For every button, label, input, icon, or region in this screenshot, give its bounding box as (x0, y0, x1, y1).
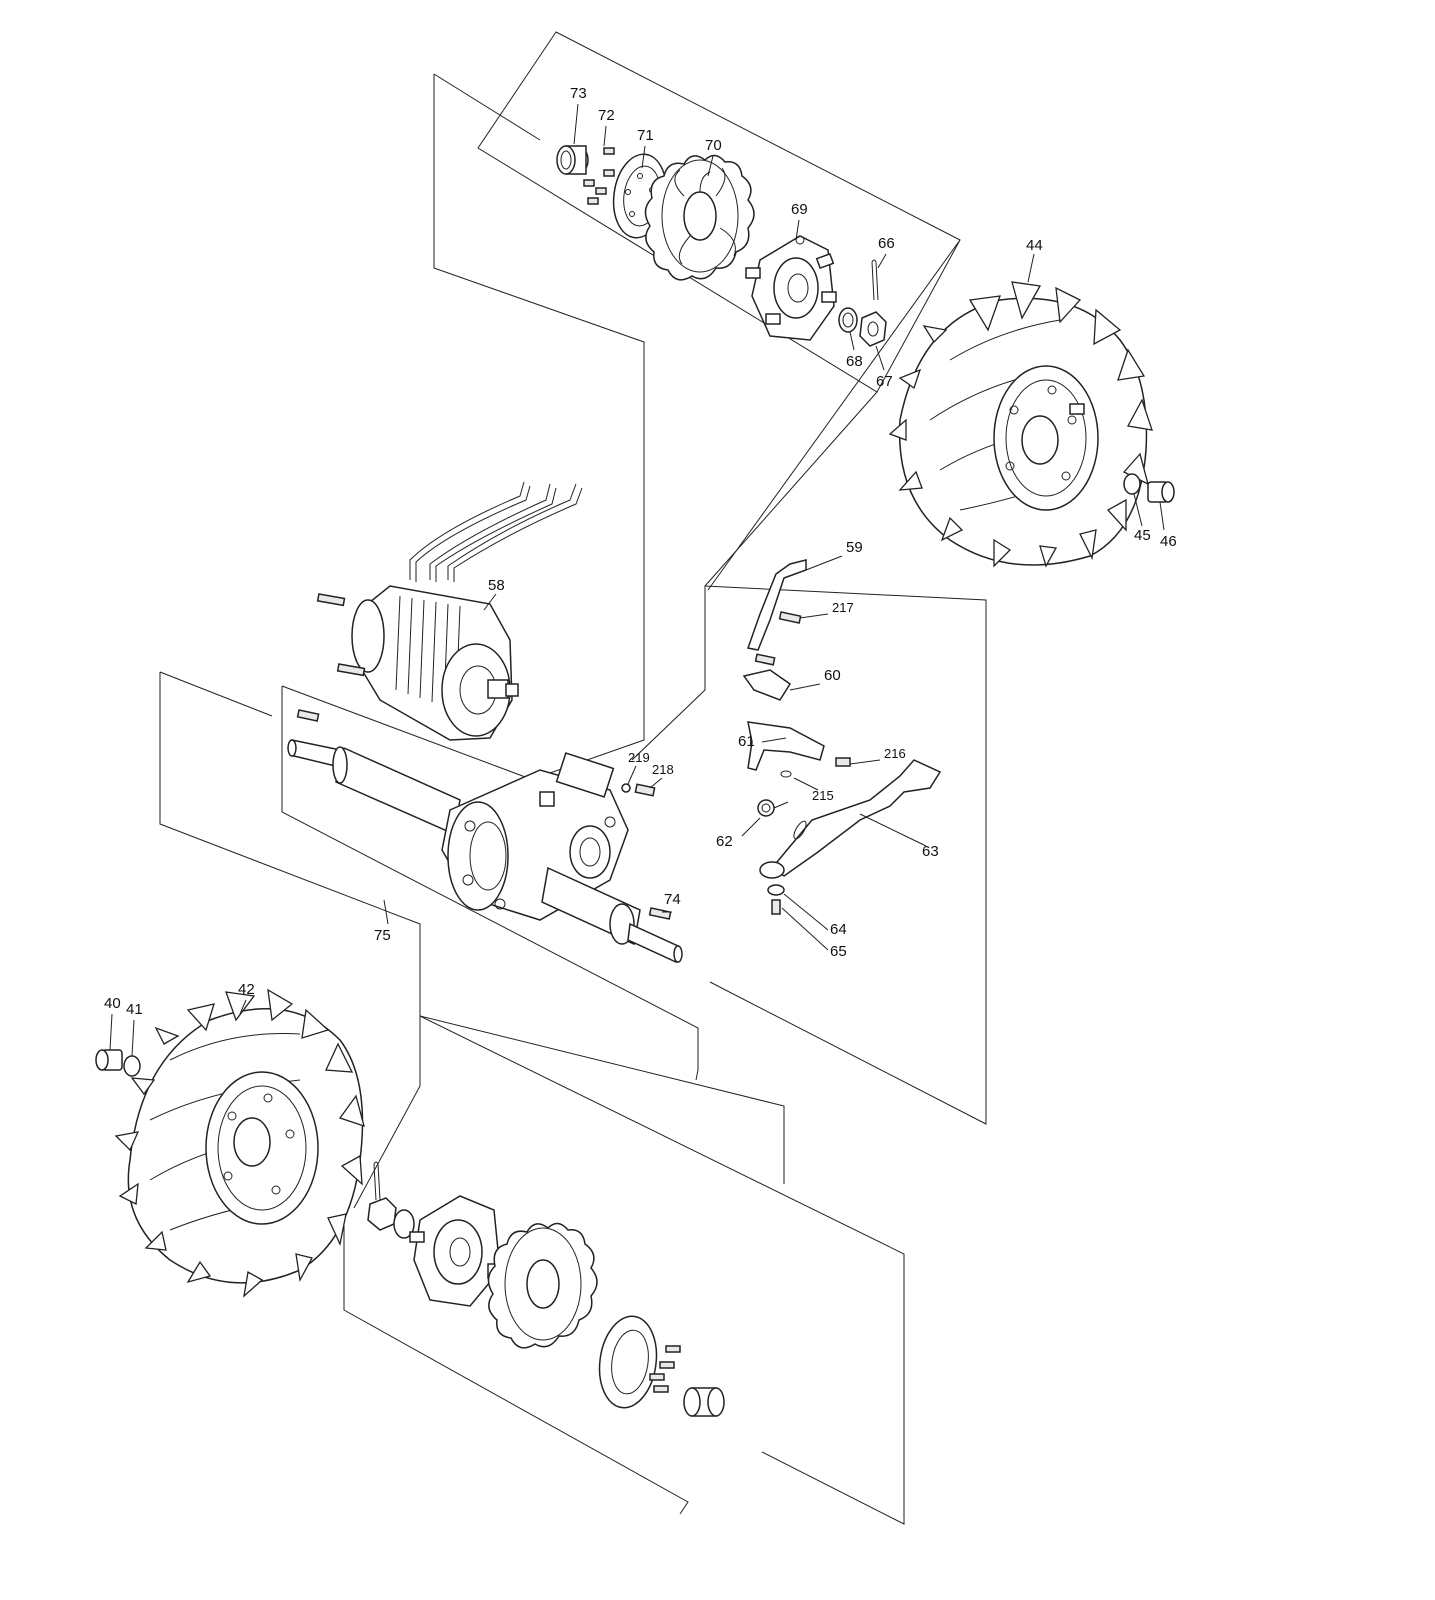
frame-axle (281, 686, 699, 1081)
callout-68: 68 (846, 353, 863, 370)
bolts-lower (649, 1345, 681, 1393)
callout-42: 42 (238, 981, 255, 998)
callout-62: 62 (716, 833, 733, 850)
washer-45 (1123, 473, 1141, 495)
callout-219: 219 (628, 750, 650, 765)
key-left (296, 709, 320, 722)
bolt-65 (771, 899, 781, 915)
brake-disc-lower (487, 1222, 598, 1349)
bolts-72 (583, 147, 615, 205)
bolt-217 (778, 611, 802, 624)
callout-72: 72 (598, 107, 615, 124)
callout-44: 44 (1026, 237, 1043, 254)
callout-64: 64 (830, 921, 847, 938)
bolt-218 (634, 783, 656, 797)
nut-46 (1147, 481, 1175, 503)
pedal-63-pivot (759, 861, 785, 879)
frame-lower-brake (343, 1210, 689, 1515)
frame-lever-right (704, 585, 987, 1125)
callout-69: 69 (791, 201, 808, 218)
frame-lever-top (707, 239, 961, 591)
callout-218: 218 (652, 762, 674, 777)
callout-73: 73 (570, 85, 587, 102)
leader-lines (109, 103, 1165, 1057)
callout-71: 71 (637, 127, 654, 144)
cotter-pin-lower (373, 1161, 381, 1201)
lower-brake-assembly (367, 1161, 725, 1417)
clip-215 (780, 770, 792, 778)
castle-nut-lower (367, 1197, 397, 1231)
frame-motor-top (433, 73, 541, 141)
link-61 (747, 721, 825, 771)
washer-lower (393, 1209, 415, 1239)
washer-68 (838, 307, 858, 333)
pedal-63 (770, 759, 942, 877)
bearing-73 (556, 145, 589, 175)
frame-lower-link (353, 1016, 421, 1209)
callout-65: 65 (830, 943, 847, 960)
spring-62 (757, 799, 789, 817)
callout-59: 59 (846, 539, 863, 556)
frame-lower-right (419, 1015, 905, 1525)
callout-75: 75 (374, 927, 391, 944)
washer-41 (123, 1055, 141, 1077)
frame-axle-top (281, 685, 561, 791)
washer-219 (621, 783, 631, 793)
plate-60 (742, 669, 792, 701)
callout-74: 74 (664, 891, 681, 908)
nut-40 (95, 1049, 123, 1071)
frame-wheel-left (159, 672, 785, 1184)
lever-assembly (742, 559, 942, 915)
wheel-hub-69 (745, 235, 837, 341)
cotter-pin-66 (871, 259, 879, 301)
washer-64 (767, 884, 785, 896)
wheel-hub-lower (409, 1195, 503, 1307)
callout-58: 58 (488, 577, 505, 594)
callout-41: 41 (126, 1001, 143, 1018)
washer-68-hole (842, 312, 854, 328)
callout-67: 67 (876, 373, 893, 390)
castle-nut-67 (859, 311, 887, 347)
frame-lever-left (631, 391, 878, 761)
brake-disc-70 (644, 154, 755, 281)
upper-brake-assembly (556, 145, 887, 347)
bearing-lower (683, 1387, 725, 1417)
assembly-frames (159, 31, 987, 1525)
callout-215: 215 (812, 788, 834, 803)
motor-58 (316, 481, 583, 741)
callout-45: 45 (1134, 527, 1151, 544)
frame-wheel-left-top (159, 671, 273, 717)
callout-40: 40 (104, 995, 121, 1012)
callout-217: 217 (832, 600, 854, 615)
callout-60: 60 (824, 667, 841, 684)
wheel-right-44 (888, 281, 1175, 568)
wheel-left-42 (95, 988, 365, 1298)
callout-66: 66 (878, 235, 895, 252)
callout-70: 70 (705, 137, 722, 154)
bolt-216 (835, 757, 851, 767)
callout-216: 216 (884, 746, 906, 761)
bolt-small (754, 653, 776, 666)
bracket-59 (747, 559, 807, 651)
callout-63: 63 (922, 843, 939, 860)
callout-46: 46 (1160, 533, 1177, 550)
callout-labels: 73 72 71 70 69 66 68 67 44 45 46 59 217 … (104, 85, 1177, 1018)
callout-61: 61 (738, 733, 755, 750)
axle-gearbox-75 (287, 709, 683, 964)
hub-plate-lower (598, 1315, 658, 1409)
key-74 (648, 907, 672, 920)
